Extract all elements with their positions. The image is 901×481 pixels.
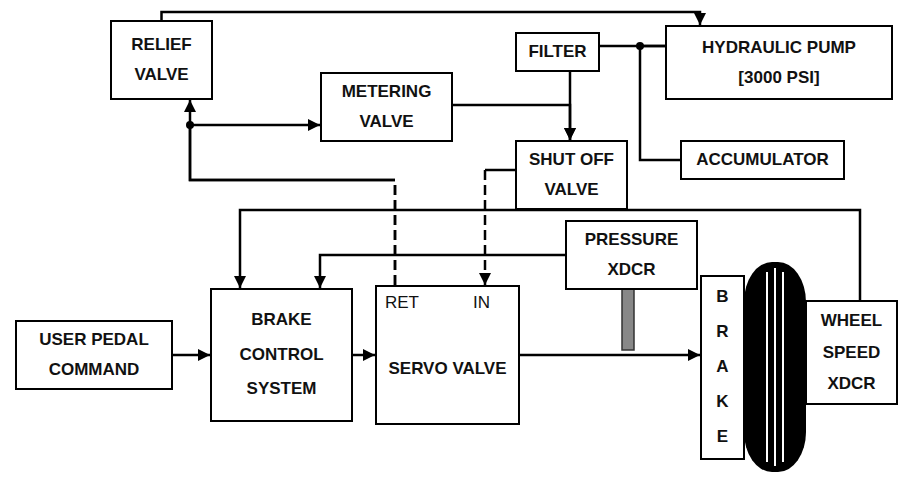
hydraulic-line <box>173 355 210 356</box>
box-label: WHEEL SPEED XDCR <box>807 305 896 399</box>
transducer-stem <box>622 280 634 350</box>
box-label: FILTER <box>528 37 586 67</box>
component-box: WHEEL SPEED XDCR <box>805 300 898 405</box>
line-segment <box>485 169 515 172</box>
box-label: BRAKE <box>714 280 731 454</box>
line-segment <box>320 255 565 288</box>
brake-box: BRAKE <box>700 275 745 460</box>
hydraulic-line <box>485 170 515 285</box>
line-segment <box>484 170 487 285</box>
line-segment <box>240 210 860 300</box>
line-segment <box>353 354 375 357</box>
component-box: PRESSURE XDCR <box>565 220 698 290</box>
box-label: SHUT OFF VALVE <box>517 145 626 205</box>
component-box: SHUT OFF VALVE <box>515 140 628 210</box>
line-segment <box>162 12 701 25</box>
box-label: HYDRAULIC PUMP [3000 PSI] <box>692 33 867 93</box>
box-label: SERVO VALVE <box>388 354 506 384</box>
hydraulic-line <box>453 105 570 140</box>
component-box: FILTER <box>515 32 600 72</box>
box-label: BRAKE CONTROL SYSTEM <box>212 303 351 408</box>
component-box: METERING VALVE <box>320 72 453 142</box>
hydraulic-line <box>240 210 860 300</box>
port-label: RET <box>385 293 419 313</box>
line-segment <box>394 180 397 285</box>
hydraulic-line <box>520 355 700 356</box>
component-box: RELIEF VALVE <box>110 20 213 100</box>
line-segment <box>394 180 397 285</box>
box-label: PRESSURE XDCR <box>567 225 696 285</box>
tire-illustration <box>744 262 806 472</box>
box-label: METERING VALVE <box>322 77 451 137</box>
component-box: USER PEDAL COMMAND <box>15 320 173 390</box>
line-segment <box>173 354 210 357</box>
line-segment <box>520 354 700 357</box>
box-label: ACCUMULATOR <box>696 145 829 175</box>
line-segment <box>453 105 570 140</box>
component-box: ACCUMULATOR <box>680 140 845 180</box>
hydraulic-line <box>162 12 701 25</box>
component-box: BRAKE CONTROL SYSTEM <box>210 288 353 422</box>
port-label: IN <box>473 293 490 313</box>
box-label: USER PEDAL COMMAND <box>17 325 171 385</box>
component-box: RET IN SERVO VALVE <box>375 285 520 425</box>
hydraulic-line <box>353 355 375 356</box>
box-label: RELIEF VALVE <box>112 30 211 90</box>
hydraulic-line <box>320 255 565 288</box>
component-box: HYDRAULIC PUMP [3000 PSI] <box>665 25 893 100</box>
hydraulic-line <box>190 125 395 285</box>
